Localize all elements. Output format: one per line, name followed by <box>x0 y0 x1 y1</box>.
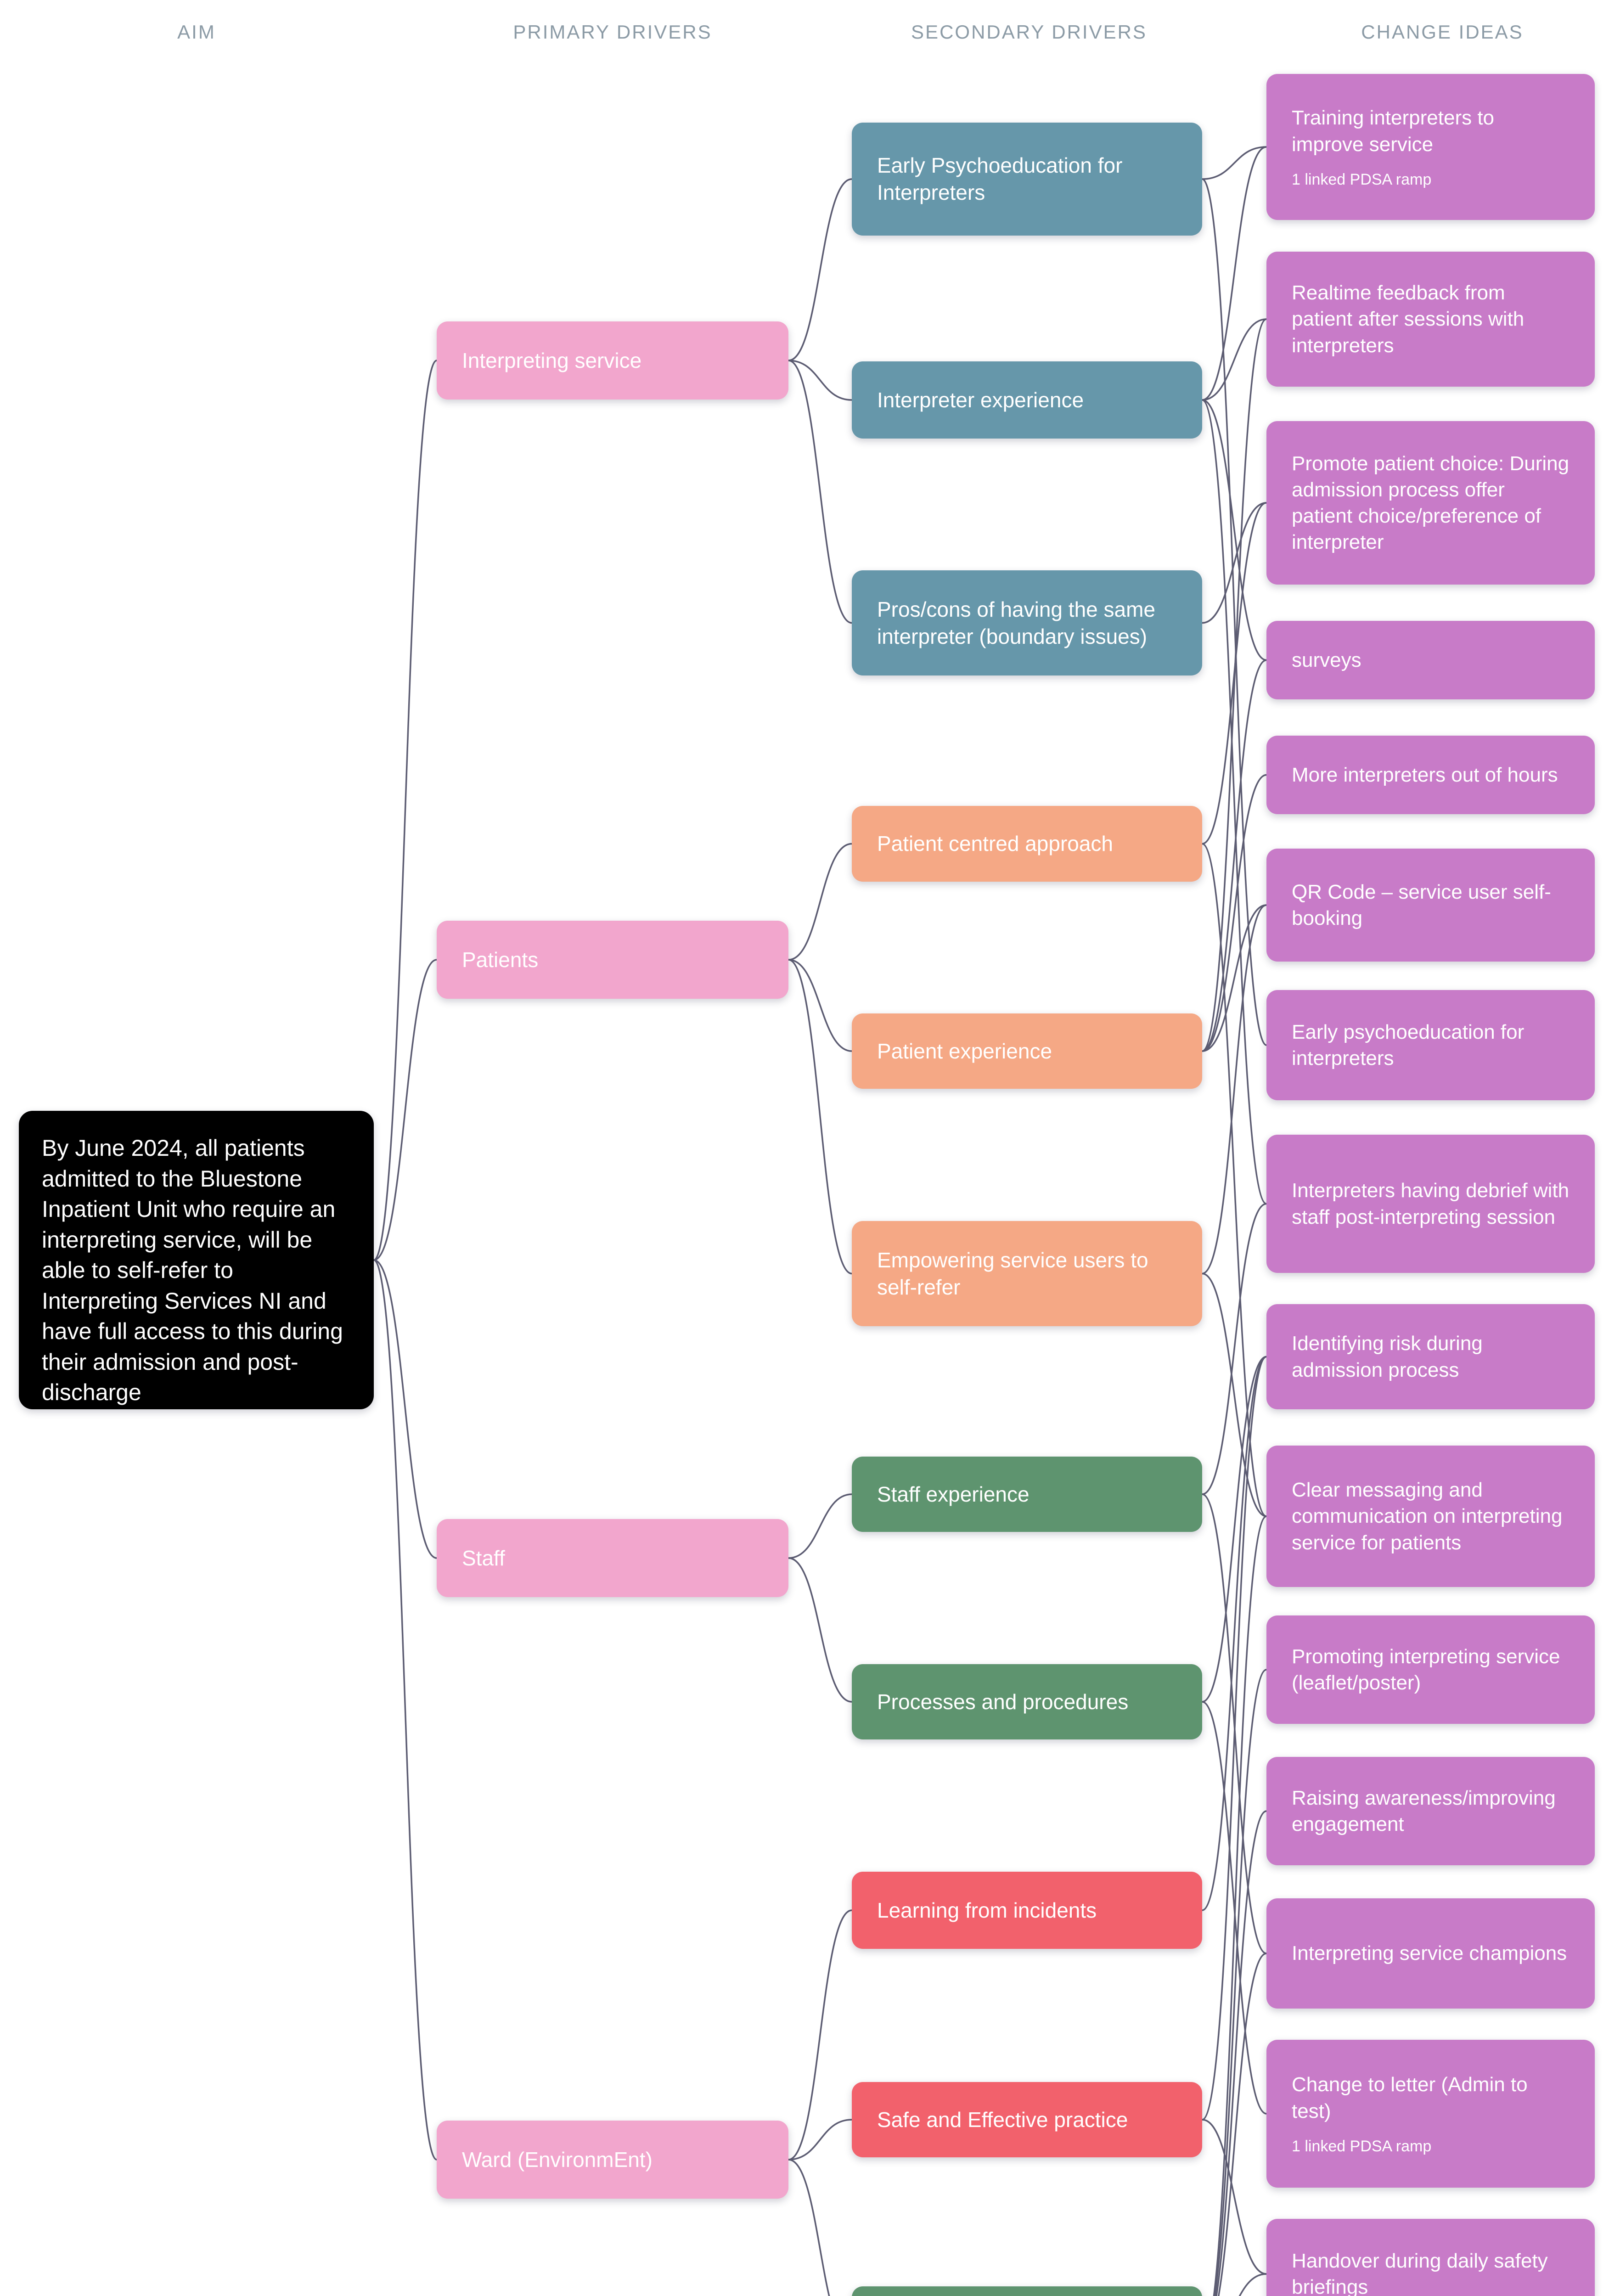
change-idea-label: Raising awareness/improving engagement <box>1292 1786 1556 1835</box>
change-idea-label: Promoting interpreting service (leaflet/… <box>1292 1645 1560 1694</box>
change-idea-realtime-feedback[interactable]: Realtime feedback from patient after ses… <box>1266 252 1595 387</box>
secondary-driver-label: Staff experience <box>877 1482 1030 1506</box>
secondary-driver-communication-interpreting-service[interactable]: Communication regarding interpreting ser… <box>852 2286 1202 2296</box>
change-idea-raising-awareness[interactable]: Raising awareness/improving engagement <box>1266 1757 1595 1865</box>
secondary-driver-safe-effective-practice[interactable]: Safe and Effective practice <box>852 2082 1202 2157</box>
column-header-aim: AIM <box>177 21 216 43</box>
column-header-secondary-drivers: SECONDARY DRIVERS <box>911 21 1147 43</box>
change-idea-label: Identifying risk during admission proces… <box>1292 1332 1483 1381</box>
secondary-driver-label: Safe and Effective practice <box>877 2107 1128 2132</box>
primary-driver-label: Staff <box>462 1546 505 1570</box>
change-idea-label: Training interpreters to improve service <box>1292 107 1495 156</box>
secondary-driver-early-psychoeducation[interactable]: Early Psychoeducation for Interpreters <box>852 123 1202 236</box>
primary-driver-label: Patients <box>462 947 539 972</box>
change-idea-surveys[interactable]: surveys <box>1266 621 1595 699</box>
secondary-driver-interpreter-experience[interactable]: Interpreter experience <box>852 361 1202 439</box>
primary-driver-patients[interactable]: Patients <box>437 921 788 999</box>
change-idea-label: Interpreting service champions <box>1292 1942 1567 1965</box>
change-idea-label: Clear messaging and communication on int… <box>1292 1479 1563 1554</box>
secondary-driver-label: Interpreter experience <box>877 388 1084 412</box>
secondary-driver-label: Early Psychoeducation for Interpreters <box>877 153 1123 204</box>
secondary-driver-learning-from-incidents[interactable]: Learning from incidents <box>852 1872 1202 1949</box>
secondary-driver-label: Empowering service users to self-refer <box>877 1248 1148 1299</box>
secondary-driver-patient-experience[interactable]: Patient experience <box>852 1013 1202 1089</box>
primary-driver-label: Interpreting service <box>462 348 642 372</box>
change-idea-label: QR Code – service user self-booking <box>1292 880 1551 929</box>
aim-text: By June 2024, all patients admitted to t… <box>42 1135 343 1405</box>
secondary-driver-patient-centred-approach[interactable]: Patient centred approach <box>852 806 1202 882</box>
secondary-driver-pros-cons-same-interpreter[interactable]: Pros/cons of having the same interpreter… <box>852 570 1202 675</box>
secondary-driver-empowering-self-refer[interactable]: Empowering service users to self-refer <box>852 1221 1202 1326</box>
column-header-change-ideas: CHANGE IDEAS <box>1361 21 1524 43</box>
primary-driver-ward-environment[interactable]: Ward (EnvironmEnt) <box>437 2121 788 2199</box>
secondary-driver-label: Patient experience <box>877 1039 1052 1063</box>
change-idea-training-interpreters[interactable]: Training interpreters to improve service… <box>1266 74 1595 220</box>
change-idea-handover-safety-briefings[interactable]: Handover during daily safety briefings <box>1266 2219 1595 2296</box>
change-idea-clear-messaging[interactable]: Clear messaging and communication on int… <box>1266 1446 1595 1587</box>
change-idea-label: Interpreters having debrief with staff p… <box>1292 1179 1570 1228</box>
change-idea-identifying-risk[interactable]: Identifying risk during admission proces… <box>1266 1304 1595 1409</box>
change-idea-label: surveys <box>1292 648 1361 671</box>
primary-driver-staff[interactable]: Staff <box>437 1519 788 1597</box>
change-idea-label: Promote patient choice: During admission… <box>1292 452 1570 554</box>
column-header-primary-drivers: PRIMARY DRIVERS <box>513 21 712 43</box>
primary-driver-label: Ward (EnvironmEnt) <box>462 2147 653 2172</box>
change-idea-label: Early psychoeducation for interpreters <box>1292 1020 1525 1069</box>
secondary-driver-label: Patient centred approach <box>877 832 1114 856</box>
change-idea-qr-code-self-booking[interactable]: QR Code – service user self-booking <box>1266 849 1595 962</box>
pdsa-ramp-note: 1 linked PDSA ramp <box>1292 170 1432 188</box>
change-idea-more-interpreters-out-of-hours[interactable]: More interpreters out of hours <box>1266 736 1595 814</box>
change-idea-label: Handover during daily safety briefings <box>1292 2249 1548 2296</box>
change-idea-early-psychoeducation[interactable]: Early psychoeducation for interpreters <box>1266 990 1595 1100</box>
secondary-driver-processes-procedures[interactable]: Processes and procedures <box>852 1664 1202 1739</box>
change-idea-change-to-letter[interactable]: Change to letter (Admin to test) 1 linke… <box>1266 2040 1595 2188</box>
primary-driver-interpreting-service[interactable]: Interpreting service <box>437 321 788 400</box>
change-idea-label: Realtime feedback from patient after ses… <box>1292 281 1525 357</box>
change-idea-promote-patient-choice[interactable]: Promote patient choice: During admission… <box>1266 421 1595 585</box>
change-idea-service-champions[interactable]: Interpreting service champions <box>1266 1898 1595 2009</box>
pdsa-ramp-note: 1 linked PDSA ramp <box>1292 2137 1432 2155</box>
secondary-driver-label: Learning from incidents <box>877 1898 1097 1922</box>
secondary-driver-label: Processes and procedures <box>877 1689 1129 1714</box>
aim-box[interactable]: By June 2024, all patients admitted to t… <box>19 1111 374 1409</box>
secondary-driver-staff-experience[interactable]: Staff experience <box>852 1457 1202 1532</box>
change-idea-label: Change to letter (Admin to test) <box>1292 2073 1528 2122</box>
change-idea-interpreter-debrief[interactable]: Interpreters having debrief with staff p… <box>1266 1135 1595 1273</box>
change-idea-label: More interpreters out of hours <box>1292 763 1558 786</box>
secondary-driver-label: Pros/cons of having the same interpreter… <box>877 597 1155 648</box>
change-idea-promoting-leaflet-poster[interactable]: Promoting interpreting service (leaflet/… <box>1266 1615 1595 1724</box>
